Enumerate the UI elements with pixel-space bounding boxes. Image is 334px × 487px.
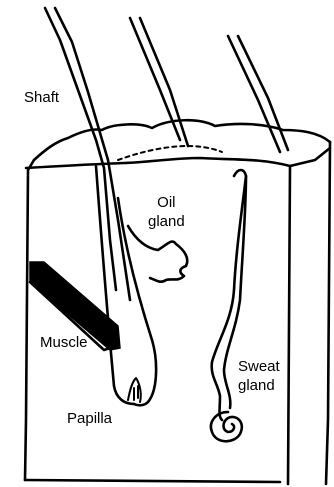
skin-right-edge — [326, 142, 330, 484]
oil-gland-shape — [128, 226, 187, 282]
sweat-coil — [211, 412, 242, 441]
sweat-gland-label: Sweat gland — [238, 357, 280, 395]
papilla-lines — [134, 386, 138, 400]
hair-middle-a — [130, 18, 180, 140]
oil-gland-outline — [128, 226, 187, 282]
sweat-gland-shape — [211, 170, 246, 441]
oil-gland-label: Oil gland — [148, 193, 185, 231]
hair-right-b — [238, 36, 288, 150]
muscle-label: Muscle — [40, 333, 88, 352]
papilla-label: Papilla — [67, 409, 112, 428]
skin-front-bottom — [25, 480, 280, 482]
sweat-gland-label-line1: Sweat — [238, 357, 280, 376]
skin-left-edge — [25, 160, 34, 480]
shaft-label: Shaft — [24, 88, 59, 107]
hair-shafts — [45, 8, 288, 300]
skin-front-top-edge — [26, 148, 330, 168]
sweat-gland-label-line2: gland — [238, 376, 280, 395]
skin-right-front-corner — [288, 166, 290, 484]
oil-gland-label-line1: Oil — [148, 193, 185, 212]
hair-right-a — [228, 36, 280, 152]
hair-left-shaft-b — [55, 8, 130, 300]
oil-gland-label-line2: gland — [148, 212, 185, 231]
